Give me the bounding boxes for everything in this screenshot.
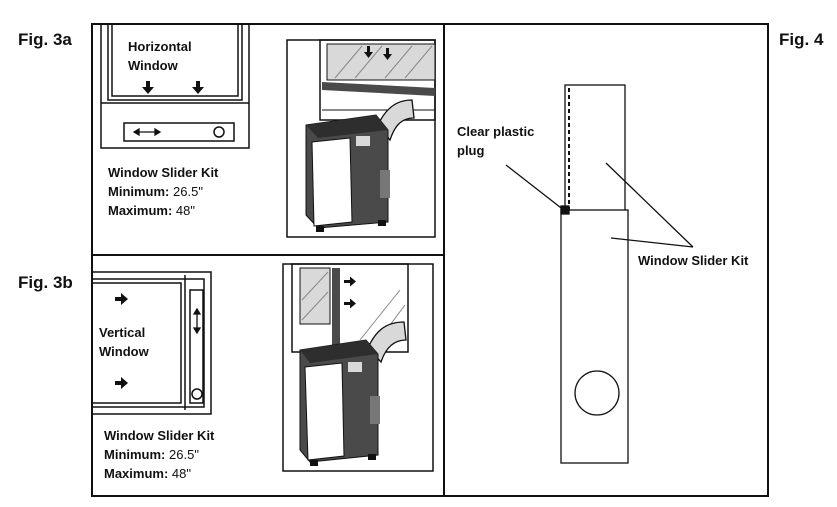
fig4-leader-lines (505, 162, 694, 248)
fig3b-max-value: 48" (171, 466, 191, 481)
fig3b-max-label: Maximum: (104, 466, 169, 481)
fig3a-minimum: Minimum: 26.5" (108, 182, 203, 201)
double-arrow-vertical-icon (192, 307, 202, 335)
fig-3b-label: Fig. 3b (18, 273, 73, 292)
fig3a-max-label: Maximum: (108, 203, 173, 218)
fig3a-maximum: Maximum: 48" (108, 201, 195, 220)
fig3b-minimum: Minimum: 26.5" (104, 445, 199, 464)
double-arrow-horizontal-icon (132, 127, 162, 137)
fig3b-window-illustration (92, 271, 212, 415)
fig3b-unit-illustration (282, 263, 434, 472)
fig-3a-label: Fig. 3a (18, 30, 72, 49)
fig3a-window-illustration (100, 24, 250, 149)
fig3a-unit-illustration (286, 39, 436, 238)
fig3a-window-label-2: Window (128, 58, 178, 73)
fig-4-label: Fig. 4 (779, 30, 824, 49)
fig3a-max-value: 48" (175, 203, 195, 218)
fig4-plug-label-2: plug (457, 143, 485, 158)
fig3b-kit-title: Window Slider Kit (104, 428, 215, 443)
fig3a-min-value: 26.5" (173, 184, 203, 199)
fig3b-min-value: 26.5" (169, 447, 199, 462)
arrow-down-icon (142, 81, 204, 94)
fig3b-window-label-1: Vertical (99, 325, 146, 340)
outer-frame (91, 23, 769, 497)
fig4-slider-kit-illustration (560, 84, 629, 464)
fig4-kit-label: Window Slider Kit (638, 253, 749, 268)
fig3b-maximum: Maximum: 48" (104, 464, 191, 483)
fig4-plug-label-1: Clear plastic (457, 124, 535, 139)
arrow-right-icon (115, 293, 128, 389)
fig3a-window-label-1: Horizontal (128, 39, 192, 54)
fig3a-min-label: Minimum: (108, 184, 170, 199)
fig3b-min-label: Minimum: (104, 447, 166, 462)
fig3b-window-label-2: Window (99, 344, 149, 359)
arrow-right-icon (344, 276, 356, 309)
fig3a-kit-title: Window Slider Kit (108, 165, 219, 180)
arrow-down-icon (364, 46, 392, 60)
